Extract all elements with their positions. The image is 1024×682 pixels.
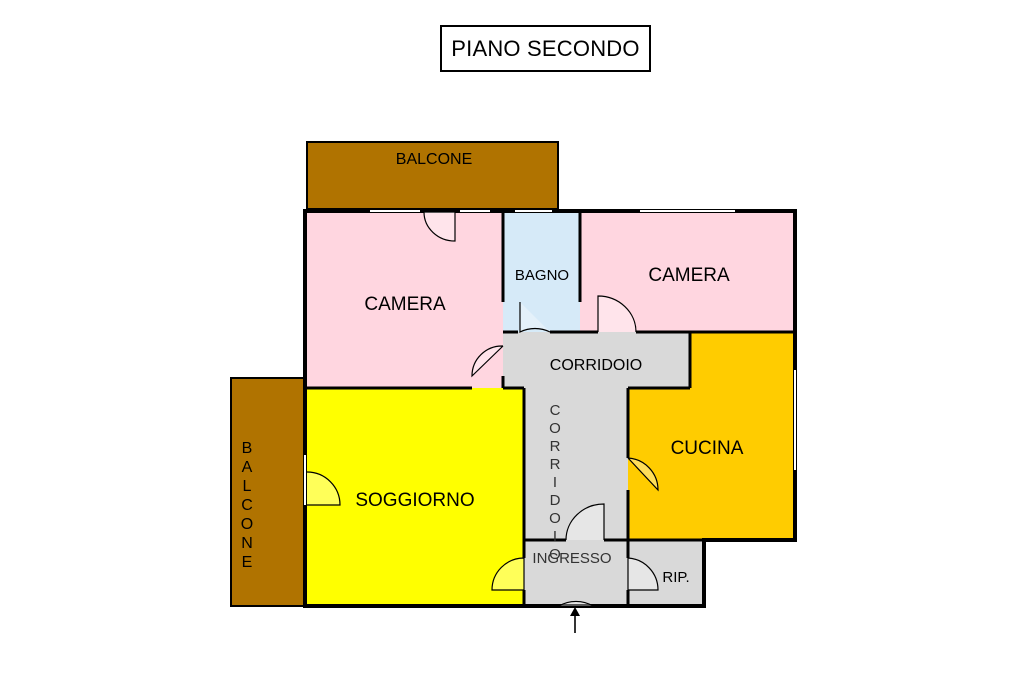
label-balcone-top: BALCONE [396, 151, 472, 168]
room-ripostiglio [628, 540, 704, 605]
label-camera-left: CAMERA [364, 294, 446, 315]
label-corridoio-horizontal: CORRIDOIO [550, 357, 642, 374]
room-cucina [628, 332, 793, 540]
label-cucina: CUCINA [671, 438, 744, 459]
label-balcone-left: BALCONE [239, 440, 256, 573]
label-ripostiglio: RIP. [662, 569, 689, 586]
label-soggiorno: SOGGIORNO [355, 490, 474, 511]
label-camera-right: CAMERA [648, 265, 730, 286]
windows [304, 210, 796, 505]
balcony-top [306, 141, 559, 210]
room-bagno [503, 212, 580, 332]
label-bagno: BAGNO [515, 267, 569, 284]
room-corridoio-horizontal [503, 332, 690, 388]
room-corridoio-vertical [524, 388, 628, 540]
door-swing-icon [306, 211, 659, 607]
room-camera-right [580, 212, 793, 332]
room-ingresso [524, 540, 628, 605]
interior-walls [307, 212, 793, 605]
arrow-up-icon [570, 607, 580, 633]
plan-title: PIANO SECONDO [440, 25, 651, 72]
room-camera-left [307, 212, 503, 388]
label-ingresso: INGRESSO [532, 550, 611, 567]
room-soggiorno [307, 388, 524, 605]
balcony-left [230, 377, 306, 607]
label-corridoio-vertical: CORRIDOIO [547, 402, 564, 564]
